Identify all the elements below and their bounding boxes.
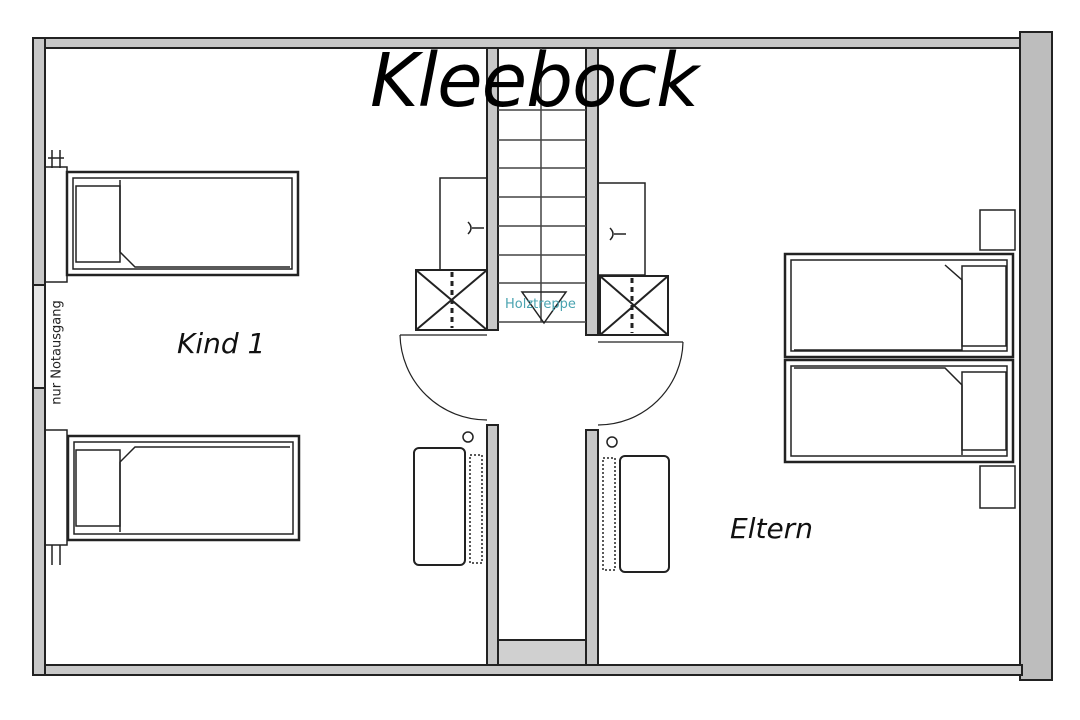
hall-end-box — [497, 639, 587, 666]
shaft-box-right — [599, 275, 669, 336]
closet-right — [597, 182, 646, 276]
desk-left — [413, 447, 466, 566]
closet-left — [439, 177, 488, 271]
shaft-box-left — [415, 269, 488, 331]
radiator-right — [602, 457, 616, 571]
radiator-left — [469, 454, 483, 564]
wall-right — [1019, 31, 1053, 681]
bed-kind-1 — [65, 170, 300, 277]
emergency-window — [32, 284, 46, 389]
bed-kind-2 — [66, 434, 301, 542]
stair-direction-arrow — [520, 291, 568, 325]
nightstand-left-1 — [44, 166, 68, 283]
nightstand-right-1 — [979, 209, 1016, 251]
door-swing-left — [399, 334, 488, 421]
bed-eltern-2 — [783, 358, 1015, 464]
outlet-icons — [48, 150, 626, 565]
stairs-label: Holztreppe — [505, 297, 576, 312]
bed-eltern-1 — [783, 252, 1015, 359]
nightstand-left-2 — [44, 429, 68, 546]
nightstand-right-2 — [979, 465, 1016, 509]
door-swing-right — [597, 341, 684, 426]
wall-bottom — [34, 664, 1023, 676]
plan-title: Kleebock — [370, 38, 699, 124]
hall-wall-left — [486, 424, 499, 666]
desk-right — [619, 455, 670, 573]
emergency-exit-label: nur Notausgang — [49, 300, 65, 405]
hall-wall-right — [585, 429, 599, 666]
room-label-eltern: Eltern — [730, 512, 813, 545]
stair-treads — [498, 48, 586, 323]
room-label-kind: Kind 1 — [177, 327, 266, 360]
